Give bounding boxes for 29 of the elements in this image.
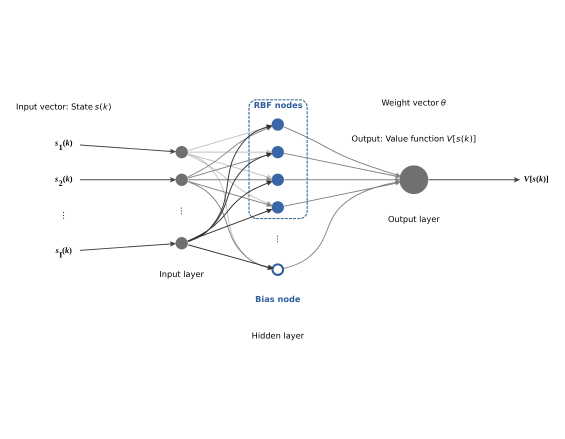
node-circle bbox=[271, 172, 285, 186]
label: Input layer bbox=[159, 268, 204, 279]
node-circle bbox=[174, 236, 188, 250]
arrow bbox=[187, 208, 272, 242]
label: Output layer bbox=[388, 213, 440, 224]
arrow bbox=[428, 176, 520, 182]
node-circle bbox=[174, 144, 188, 158]
label: ⋮ bbox=[273, 232, 282, 243]
node-circle bbox=[271, 117, 285, 131]
arrow bbox=[79, 240, 176, 250]
node-circle bbox=[271, 144, 285, 158]
arrow bbox=[79, 176, 176, 182]
arrow bbox=[188, 244, 274, 270]
label: Hidden layer bbox=[252, 330, 304, 340]
arrow bbox=[79, 144, 176, 154]
label: Weight vector θ bbox=[382, 97, 446, 108]
node-label: Bias node bbox=[255, 293, 301, 304]
node-circle bbox=[174, 172, 188, 186]
node-text: V[s(k)] bbox=[524, 174, 549, 183]
label: Input vector: State s(k) bbox=[16, 101, 112, 112]
label: ⋮ bbox=[177, 205, 186, 216]
arrow bbox=[188, 176, 272, 182]
label: Output: Value function V[s(k)] bbox=[352, 132, 476, 143]
cluster: RBF nodes bbox=[248, 98, 308, 219]
arrow bbox=[284, 126, 400, 176]
node-circle bbox=[271, 262, 284, 276]
label: ⋮ bbox=[59, 209, 68, 220]
node-circle bbox=[271, 200, 285, 214]
node-circle bbox=[398, 164, 429, 194]
